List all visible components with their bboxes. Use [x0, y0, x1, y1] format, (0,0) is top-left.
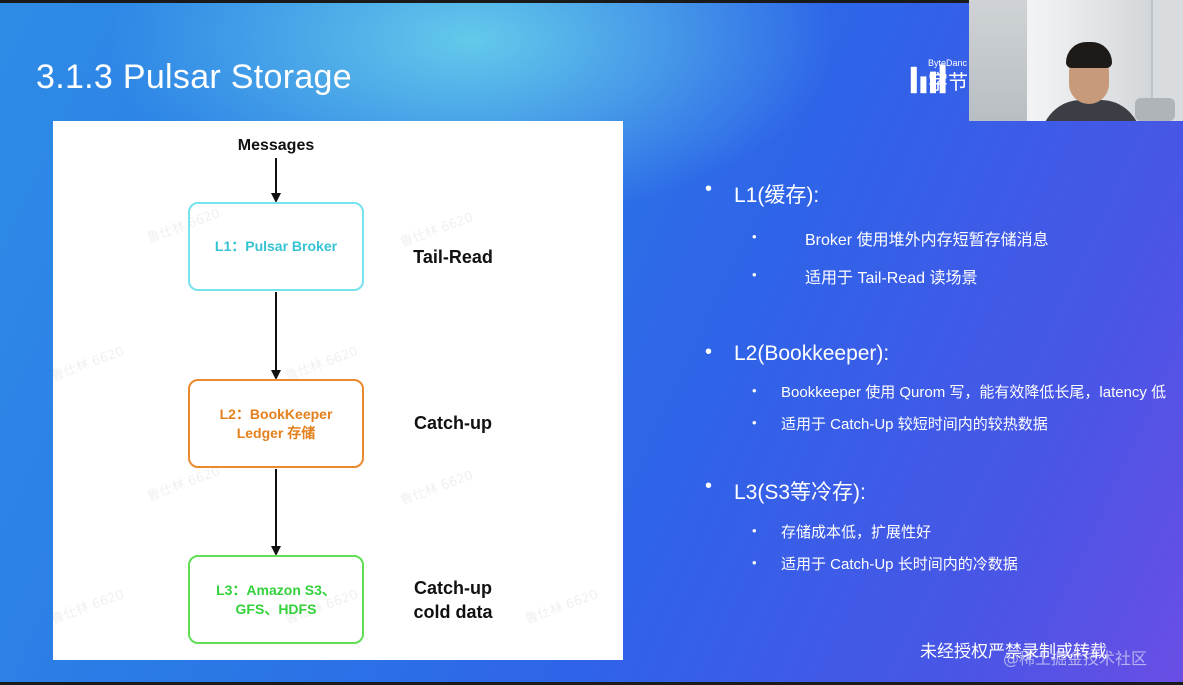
presenter-body: [1041, 100, 1141, 121]
catch-up-label: Catch-up: [414, 413, 492, 433]
l1-item-1: Broker 使用堆外内存短暂存储消息: [805, 232, 1049, 249]
l3-heading: L3(S3等冷存):: [734, 481, 866, 504]
logo-text-small: ByteDanc: [928, 58, 968, 68]
l2-item-1: Bookkeeper 使用 Qurom 写，能有效降低长尾，latency 低: [781, 384, 1167, 401]
l2-box-label-line1: L2：BookKeeper: [219, 405, 333, 422]
webcam-overlay: [969, 0, 1183, 121]
source-watermark: @稀土掘金技术社区: [1003, 649, 1148, 668]
l2-box-label-line2: Ledger 存储: [236, 424, 316, 441]
bullet-dot: •: [752, 229, 757, 244]
webcam-background-lamp: [1135, 98, 1175, 121]
l2-item-2: 适用于 Catch-Up 较短时间内的较热数据: [781, 416, 1048, 433]
l2-heading: L2(Bookkeeper):: [734, 342, 890, 365]
bytedance-logo-icon: [910, 64, 946, 94]
l1-box-label: L1：Pulsar Broker: [214, 238, 338, 254]
presenter-hair: [1066, 42, 1112, 68]
bullet-dot: •: [705, 475, 713, 497]
diagram-arrows: [271, 158, 281, 556]
l3-cold-storage-box: L3：Amazon S3、 GFS、HDFS: [188, 555, 364, 644]
bottom-border: [0, 682, 1183, 685]
bullet-dot: •: [752, 415, 757, 430]
l2-bookkeeper-box: L2：BookKeeper Ledger 存储: [188, 379, 364, 468]
slide-title: 3.1.3 Pulsar Storage: [36, 58, 352, 96]
catch-up-cold-label: Catch-up cold data: [383, 576, 523, 624]
copyright-notice: 未经授权严禁录制或转载: [920, 642, 1107, 662]
messages-label: Messages: [237, 137, 315, 154]
bullet-dot: •: [752, 523, 757, 538]
webcam-background-shelf: [969, 0, 1027, 121]
l3-item-2: 适用于 Catch-Up 长时间内的冷数据: [781, 556, 1018, 573]
l3-box-label-line1: L3：Amazon S3、: [216, 581, 336, 598]
catch-up-cold-line2: cold data: [413, 602, 493, 622]
tail-read-label: Tail-Read: [413, 247, 493, 267]
bullet-dot: •: [752, 267, 757, 282]
l1-item-2: 适用于 Tail-Read 读场景: [805, 270, 978, 287]
logo-text-big: 字节: [928, 70, 968, 94]
l3-item-1: 存储成本低，扩展性好: [781, 524, 932, 541]
l3-box-label-line2: GFS、HDFS: [235, 600, 317, 617]
storage-tier-diagram: 鲁仕林 6620 鲁仕林 6620 鲁仕林 6620 鲁仕林 6620 鲁仕林 …: [49, 121, 623, 660]
bullet-dot: •: [752, 383, 757, 398]
l1-heading: L1(缓存):: [734, 184, 820, 207]
bullet-dot: •: [705, 341, 713, 363]
top-border: [0, 0, 1183, 3]
bullet-dot: •: [705, 178, 713, 200]
catch-up-cold-line1: Catch-up: [414, 578, 492, 598]
l1-pulsar-broker-box: L1：Pulsar Broker: [188, 202, 364, 291]
bullet-dot: •: [752, 555, 757, 570]
